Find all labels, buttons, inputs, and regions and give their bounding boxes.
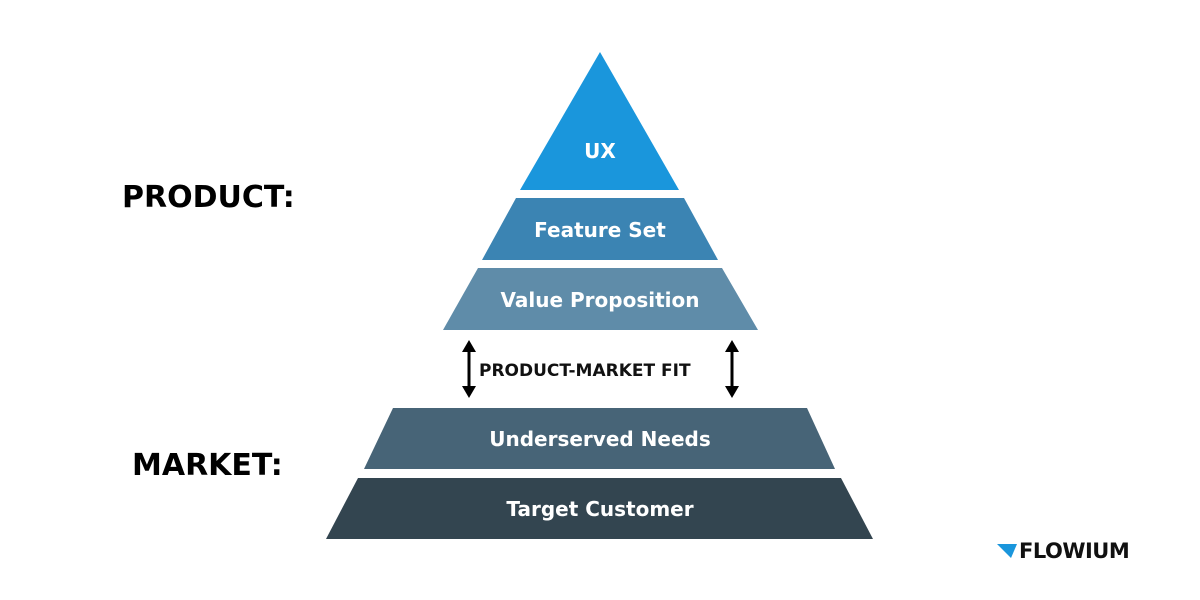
layer-underserved-needs — [364, 408, 835, 469]
layer-target-customer — [326, 478, 873, 539]
product-label: PRODUCT: — [122, 180, 295, 215]
layer-feature-set — [482, 198, 718, 260]
layer-value-proposition-label: Value Proposition — [501, 288, 700, 312]
layer-target-customer-label: Target Customer — [506, 497, 693, 521]
product-market-fit-label: PRODUCT-MARKET FIT — [479, 361, 691, 381]
flowium-logo-icon — [997, 544, 1017, 558]
layer-value-proposition — [443, 268, 758, 330]
layer-underserved-needs-label: Underserved Needs — [489, 427, 711, 451]
market-label: MARKET: — [132, 448, 283, 483]
double-arrow-left-icon — [462, 340, 476, 398]
layer-ux — [520, 52, 679, 190]
flowium-logo: FLOWIUM — [997, 539, 1130, 563]
double-arrow-right-icon — [725, 340, 739, 398]
layer-feature-set-label: Feature Set — [534, 218, 666, 242]
layer-ux-label: UX — [584, 139, 616, 163]
flowium-logo-text: FLOWIUM — [1019, 539, 1130, 563]
